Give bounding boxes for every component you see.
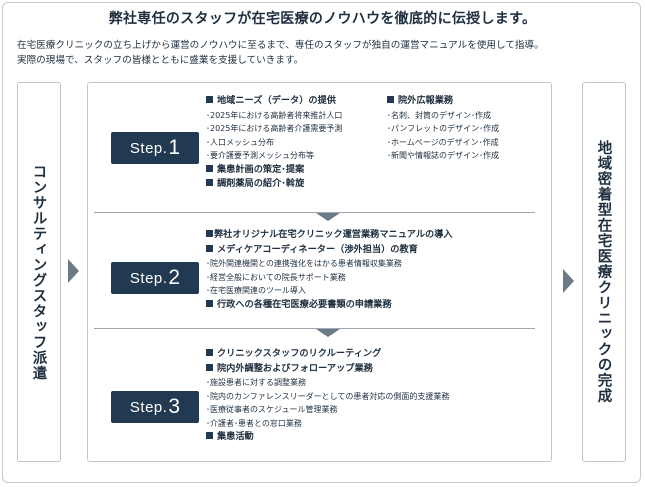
item-text: ･介護者･患者との窓口業務 xyxy=(206,418,302,428)
outer-frame xyxy=(2,2,641,483)
item-heading: クリニックスタッフのリクルーティング xyxy=(206,347,449,362)
item-heading: 地域ニーズ（データ）の提供 xyxy=(206,94,342,109)
completion-box: 地域密着型在宅医療クリニックの完成 xyxy=(582,82,626,462)
item-detail: ･院外関連機関との連携強化をはかる患者情報収集業務 xyxy=(206,257,453,271)
item-heading: 院内外調整およびフォローアップ業務 xyxy=(206,362,449,377)
item-text: ･院外関連機関との連携強化をはかる患者情報収集業務 xyxy=(206,259,402,268)
item-text: ･要介護要予測メッシュ分布等 xyxy=(206,151,314,160)
item-detail: ･名刺、封筒のデザイン･作成 xyxy=(387,109,499,123)
item-text: ･医療従事者のスケジュール管理業務 xyxy=(206,405,338,414)
item-heading: 行政への各種在宅医療必要書類の申請業務 xyxy=(206,298,453,313)
item-text: ･院内のカンファレンスリーダーとしての患者対応の側面的支援業務 xyxy=(206,391,450,401)
bullet-square-icon xyxy=(206,349,213,356)
item-text: ･新聞や情報誌のデザイン･作成 xyxy=(387,151,499,160)
item-detail: ･要介護要予測メッシュ分布等 xyxy=(206,149,342,163)
item-detail: ･医療従事者のスケジュール管理業務 xyxy=(206,403,449,417)
item-detail: ･施設患者に対する調整業務 xyxy=(206,376,449,390)
step-divider xyxy=(94,328,535,329)
item-text: メディケアコーディネーター（渉外担当）の教育 xyxy=(217,243,418,255)
item-text: 院内外調整およびフォローアップ業務 xyxy=(217,362,373,374)
step-3-badge: Step.3 xyxy=(111,391,199,423)
bullet-square-icon xyxy=(206,164,213,172)
step-label: Step. xyxy=(129,139,168,157)
bullet-square-icon xyxy=(206,244,213,252)
item-detail: ･介護者･患者との窓口業務 xyxy=(206,417,449,431)
bullet-square-icon xyxy=(206,363,213,371)
consulting-staff-box: コンサルティングスタッフ派遣 xyxy=(17,82,61,462)
item-text: ･ホームページのデザイン･作成 xyxy=(387,137,499,147)
step-label: Step. xyxy=(129,398,168,416)
item-detail: ･2025年における高齢者介護需要予測 xyxy=(206,122,342,136)
step-number: 3 xyxy=(168,395,181,418)
item-detail: ･パンフレットのデザイン･作成 xyxy=(387,122,499,136)
bullet-square-icon xyxy=(387,96,394,103)
consulting-staff-label: コンサルティングスタッフ派遣 xyxy=(30,163,47,381)
item-detail: ･経営全般においての院長サポート業務 xyxy=(206,271,453,285)
bullet-square-icon xyxy=(206,299,213,307)
step-1-badge: Step.1 xyxy=(111,132,199,164)
item-heading: 集患活動 xyxy=(206,430,449,445)
item-detail: ･2025年における高齢者将来推計人口 xyxy=(206,109,342,123)
bullet-square-icon xyxy=(206,96,213,103)
item-text: 行政への各種在宅医療必要書類の申請業務 xyxy=(217,298,392,310)
item-detail: ･ホームページのデザイン･作成 xyxy=(387,136,499,150)
step-number: 1 xyxy=(168,136,181,159)
intro-text: 在宅医療クリニックの立ち上げから運営のノウハウに至るまで、専任のスタッフが独自の… xyxy=(17,38,637,68)
item-text: クリニックスタッフのリクルーティング xyxy=(217,348,382,359)
item-detail: ･人口メッシュ分布 xyxy=(206,136,342,150)
item-detail: ･在宅医療関連のツール導入 xyxy=(206,284,453,298)
item-text: ･施設患者に対する調整業務 xyxy=(206,378,306,387)
item-text: 集患計画の策定･提案 xyxy=(217,163,305,175)
item-text: 集患活動 xyxy=(217,431,254,442)
step-1-items-right: 院外広報業務 ･名刺、封筒のデザイン･作成 ･パンフレットのデザイン･作成 ･ホームペ… xyxy=(387,94,499,163)
right-arrow-icon xyxy=(563,269,574,293)
step-label: Step. xyxy=(129,269,168,287)
chevron-down-icon xyxy=(316,329,340,337)
item-text: ･人口メッシュ分布 xyxy=(206,137,274,147)
step-divider xyxy=(94,212,535,213)
steps-panel xyxy=(87,82,552,462)
item-text: 地域ニーズ（データ）の提供 xyxy=(217,95,336,106)
item-detail: ･新聞や情報誌のデザイン･作成 xyxy=(387,149,499,163)
completion-label: 地域密着型在宅医療クリニックの完成 xyxy=(595,140,612,404)
step-1-items-left: 地域ニーズ（データ）の提供 ･2025年における高齢者将来推計人口 ･2025年にお… xyxy=(206,94,342,192)
item-text: ･経営全般においての院長サポート業務 xyxy=(206,272,346,282)
item-heading: 院外広報業務 xyxy=(387,94,499,109)
step-number: 2 xyxy=(168,266,181,289)
bullet-square-icon xyxy=(206,230,213,237)
item-text: 院外広報業務 xyxy=(398,95,454,106)
bullet-square-icon xyxy=(206,432,213,439)
step-2-items: 弊社オリジナル在宅クリニック運営業務マニュアルの導入メディケアコーディネーター（… xyxy=(206,228,453,312)
item-heading: メディケアコーディネーター（渉外担当）の教育 xyxy=(206,243,453,258)
item-detail: ･院内のカンファレンスリーダーとしての患者対応の側面的支援業務 xyxy=(206,390,449,404)
item-text: ･2025年における高齢者介護需要予測 xyxy=(206,124,343,133)
chevron-down-icon xyxy=(316,213,340,221)
step-2-badge: Step.2 xyxy=(111,262,199,294)
page-title: 弊社専任のスタッフが在宅医療のノウハウを徹底的に伝授します。 xyxy=(108,11,537,27)
bullet-square-icon xyxy=(206,179,213,186)
step-3-items: クリニックスタッフのリクルーティング院内外調整およびフォローアップ業務 ･施設患者… xyxy=(206,347,449,445)
item-text: ･2025年における高齢者将来推計人口 xyxy=(206,110,343,120)
intro-line-2: 実際の現場で、スタッフの皆様とともに盛業を支援していきます。 xyxy=(17,55,304,66)
item-text: ･在宅医療関連のツール導入 xyxy=(206,286,306,295)
intro-line-1: 在宅医療クリニックの立ち上げから運営のノウハウに至るまで、専任のスタッフが独自の… xyxy=(17,40,544,51)
item-text: 弊社オリジナル在宅クリニック運営業務マニュアルの導入 xyxy=(214,229,453,240)
item-text: ･名刺、封筒のデザイン･作成 xyxy=(387,110,491,120)
item-heading: 集患計画の策定･提案 xyxy=(206,163,342,178)
item-heading: 調剤薬局の紹介･斡旋 xyxy=(206,177,342,192)
right-arrow-icon xyxy=(68,259,79,283)
item-heading: 弊社オリジナル在宅クリニック運営業務マニュアルの導入 xyxy=(206,228,453,243)
item-text: 調剤薬局の紹介･斡旋 xyxy=(217,178,305,189)
item-text: ･パンフレットのデザイン･作成 xyxy=(387,124,500,133)
